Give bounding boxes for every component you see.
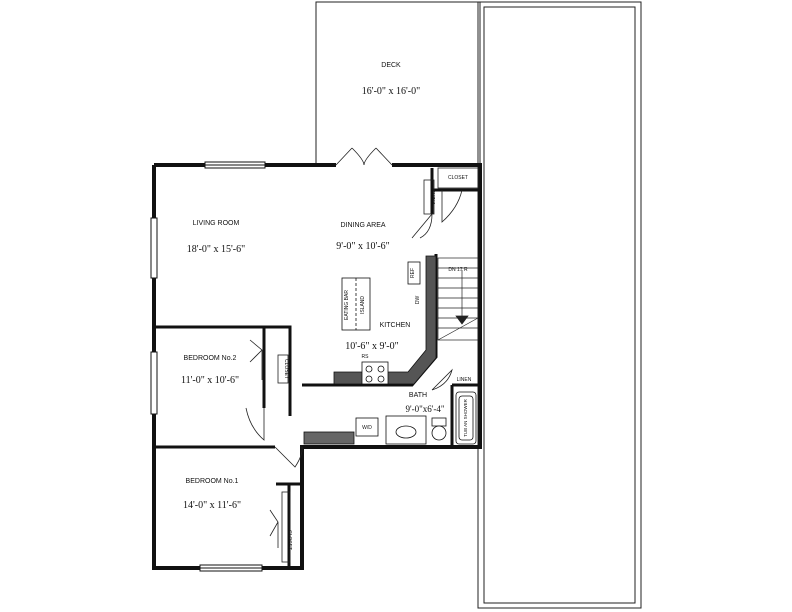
deck — [315, 1, 481, 165]
living-room-label: LIVING ROOM — [193, 220, 240, 227]
deck-size: 16'-0" x 16'-0" — [362, 86, 420, 97]
rs-label: RS — [362, 354, 370, 360]
living-room-size: 18'-0" x 15'-6" — [187, 244, 245, 255]
fixture-labels: CLOSET CHINA REF EATING BAR ISLAND DW RS… — [283, 175, 472, 550]
windows — [150, 161, 266, 572]
bath-fixtures — [385, 391, 477, 445]
wd-label: W/D — [362, 425, 372, 431]
closet-b1-label: CLOSET — [286, 530, 292, 550]
dining-area-size: 9'-0" x 10'-6" — [336, 241, 389, 252]
stairs-label: DN 17 R — [448, 267, 468, 273]
bath-label: BATH — [409, 392, 427, 399]
stairs — [437, 257, 479, 341]
bedroom-1-size: 14'-0" x 11'-6" — [183, 500, 241, 511]
ref-label: REF — [410, 268, 416, 278]
eating-bar-label: EATING BAR — [344, 290, 350, 320]
closet-top-label: CLOSET — [448, 175, 468, 181]
kitchen-counters — [333, 255, 437, 385]
bedroom-2-label: BEDROOM No.2 — [184, 355, 237, 362]
linen-label: LINEN — [457, 377, 472, 383]
door-swings — [245, 147, 463, 548]
laundry — [303, 417, 379, 445]
dining-area-label: DINING AREA — [340, 222, 385, 229]
bath-size: 9'-0"x6'-4" — [405, 404, 444, 414]
china-label: CHINA — [429, 189, 435, 205]
exterior-area — [477, 1, 642, 609]
bedroom-1-label: BEDROOM No.1 — [186, 478, 239, 485]
kitchen-size: 10'-6" x 9'-0" — [345, 341, 398, 352]
bedroom-2-size: 11'-0" x 10'-6" — [181, 375, 239, 386]
island-label: ISLAND — [360, 296, 366, 314]
dw-label: DW — [415, 296, 421, 305]
room-labels: DECK 16'-0" x 16'-0" LIVING ROOM 18'-0" … — [181, 62, 445, 511]
closet-b2-label: CLOSET — [283, 359, 289, 379]
kitchen-label: KITCHEN — [380, 322, 411, 329]
tub-shower-label: TUB AN SHOWER — [463, 398, 468, 437]
closets — [277, 167, 479, 563]
deck-label: DECK — [381, 62, 401, 69]
